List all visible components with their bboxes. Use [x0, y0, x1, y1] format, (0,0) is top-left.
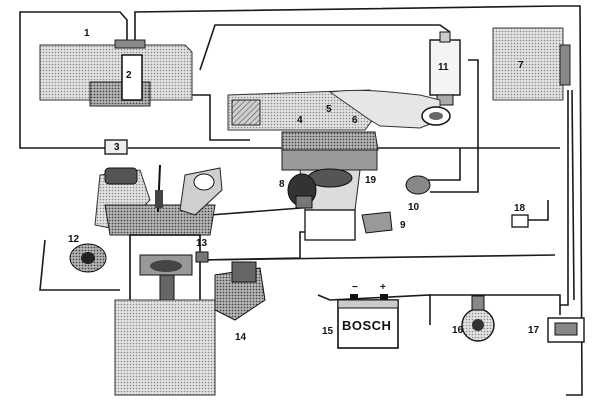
- throttle-switch: [361, 211, 393, 234]
- fuel-tank: [39, 39, 193, 101]
- label-19: 19: [365, 175, 377, 186]
- label-16: 16: [452, 325, 464, 336]
- coolant-sensor: [195, 251, 209, 263]
- label-1: 1: [84, 28, 90, 39]
- auxiliary-air-valve: [405, 175, 431, 195]
- battery-minus-sign: −: [352, 282, 358, 293]
- label-11: 11: [438, 62, 449, 73]
- mixture-control-unit: [281, 149, 378, 241]
- oxygen-sensor: [69, 243, 107, 273]
- label-2: 2: [126, 70, 132, 81]
- label-5: 5: [326, 104, 332, 115]
- label-3: 3: [114, 142, 120, 153]
- battery-plus-sign: +: [380, 282, 386, 293]
- label-15: 15: [322, 326, 334, 337]
- temperature-sensor: [511, 214, 529, 228]
- engine-block: [94, 164, 223, 396]
- warm-up-regulator: [287, 173, 317, 209]
- fuel-filter: [104, 139, 128, 155]
- fuel-damper: [429, 31, 461, 106]
- label-6: 6: [352, 115, 358, 126]
- label-8: 8: [279, 179, 285, 190]
- battery-brand-logo: BOSCH: [342, 318, 391, 333]
- label-14: 14: [235, 332, 247, 343]
- label-4: 4: [297, 115, 303, 126]
- label-12: 12: [68, 234, 80, 245]
- fuel-pump: [89, 54, 151, 107]
- air-intake-assembly: [227, 89, 451, 151]
- label-18: 18: [514, 203, 526, 214]
- label-17: 17: [528, 325, 540, 336]
- relay-box: [547, 317, 585, 343]
- ignition-distributor: [214, 261, 266, 321]
- label-13: 13: [196, 238, 208, 249]
- label-10: 10: [408, 202, 420, 213]
- battery: [337, 294, 399, 349]
- label-7: 7: [518, 60, 524, 71]
- ecu-control-unit: [492, 27, 571, 101]
- label-9: 9: [400, 220, 406, 231]
- ignition-switch: [461, 295, 495, 342]
